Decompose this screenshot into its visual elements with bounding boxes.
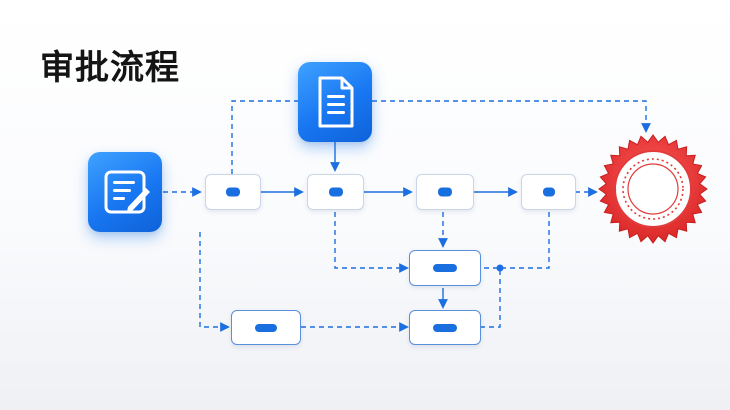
process-node-g[interactable] <box>409 310 481 345</box>
seal-stamp-icon <box>598 134 708 244</box>
diagram-title: 审批流程 <box>40 48 180 88</box>
node-indicator <box>328 187 343 197</box>
process-node-d[interactable] <box>521 174 576 210</box>
form-edit-icon <box>88 152 162 232</box>
process-node-e[interactable] <box>409 250 481 286</box>
process-node-a[interactable] <box>205 174 261 210</box>
node-indicator <box>542 187 555 197</box>
node-indicator <box>226 187 240 197</box>
node-indicator <box>438 187 452 197</box>
process-node-b[interactable] <box>307 174 364 210</box>
node-indicator <box>255 323 277 332</box>
junction-dot <box>496 264 504 272</box>
process-node-f[interactable] <box>231 310 301 345</box>
document-icon <box>298 62 372 142</box>
node-indicator <box>433 264 457 272</box>
process-node-c[interactable] <box>416 174 474 210</box>
node-indicator <box>433 323 457 332</box>
